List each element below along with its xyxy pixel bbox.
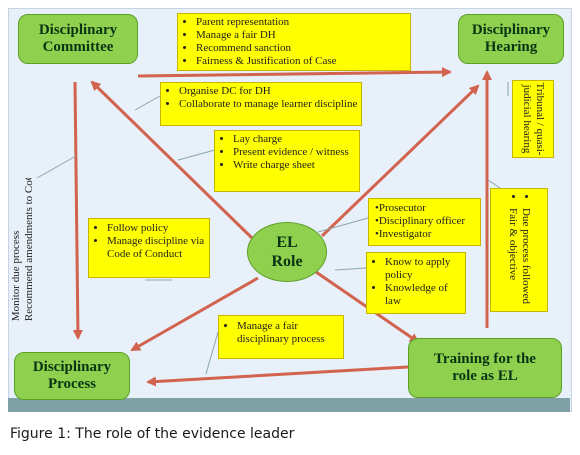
- note-item: Monitor due process: [12, 178, 23, 321]
- note-item: Fairness & Justification of Case: [196, 55, 410, 68]
- note-el-roles: •Prosecutor •Disciplinary officer •Inves…: [368, 198, 481, 246]
- note-item: Manage discipline via Code of Conduct: [107, 235, 209, 261]
- note-item: •Disciplinary officer: [375, 215, 466, 227]
- arrow-training-to-process: [146, 365, 409, 387]
- note-item: Know to apply policy: [385, 256, 465, 282]
- note-follow-policy: Follow policy Manage discipline via Code…: [88, 218, 210, 278]
- arrow-committee-to-hearing: [137, 67, 452, 78]
- note-item: •Investigator: [375, 228, 432, 240]
- note-item: Due process followed: [519, 208, 532, 304]
- arrow-committee-to-process: [72, 81, 83, 340]
- note-item: Manage a fair DH: [196, 29, 410, 42]
- note-item: Parent representation: [196, 16, 410, 29]
- figure-caption: Figure 1: The role of the evidence leade…: [10, 426, 295, 442]
- note-due-process: Due process followed Fair & objective: [490, 188, 548, 312]
- note-item: [49, 178, 60, 321]
- note-item: Write charge sheet: [233, 159, 359, 172]
- note-item: Present evidence / witness: [233, 146, 359, 159]
- node-training-for-role: Training for the role as EL: [408, 338, 562, 398]
- note-item: Manage a fair disciplinary process: [237, 320, 343, 346]
- arrow-el-to-process: [130, 276, 259, 352]
- note-due-process-text: Due process followed Fair & objective: [506, 196, 532, 304]
- note-know-policy: Know to apply policy Knowledge of law: [366, 252, 466, 314]
- arrow-el-to-hearing: [320, 84, 480, 238]
- note-tribunal: Tribunal / quasi-judicial hearing: [512, 80, 554, 158]
- note-item: Organise DC for DH: [179, 85, 361, 98]
- note-organise-dc: Organise DC for DH Collaborate to manage…: [160, 82, 362, 126]
- note-item: •Prosecutor: [375, 202, 426, 214]
- node-disciplinary-process: Disciplinary Process: [14, 352, 130, 400]
- node-el-role: EL Role: [247, 222, 327, 282]
- note-tribunal-text: Tribunal / quasi-judicial hearing: [521, 82, 546, 156]
- note-manage-fair-process: Manage a fair disciplinary process: [218, 315, 344, 359]
- note-monitor-due-process: Monitor due process Recommend amendments…: [12, 178, 60, 328]
- note-item: Collaborate to manage learner discipline: [179, 98, 361, 111]
- note-monitor-text: Monitor due process Recommend amendments…: [12, 178, 60, 328]
- note-lay-charge: Lay charge Present evidence / witness Wr…: [214, 130, 360, 192]
- note-item: Follow policy: [107, 222, 209, 235]
- node-disciplinary-hearing: Disciplinary Hearing: [458, 14, 564, 64]
- note-item: Knowledge of law: [385, 282, 465, 308]
- note-committee-hearing: Parent representation Manage a fair DH R…: [177, 13, 411, 71]
- note-item: Lay charge: [233, 133, 359, 146]
- diagram-footer-bar: [8, 398, 570, 412]
- node-disciplinary-committee: Disciplinary Committee: [18, 14, 138, 64]
- note-item: Recommend amendments to CoC: [23, 178, 36, 321]
- note-item: [36, 178, 49, 321]
- arrow-el-to-committee: [90, 80, 254, 240]
- note-item: Recommend sanction: [196, 42, 410, 55]
- note-item: Fair & objective: [506, 208, 519, 304]
